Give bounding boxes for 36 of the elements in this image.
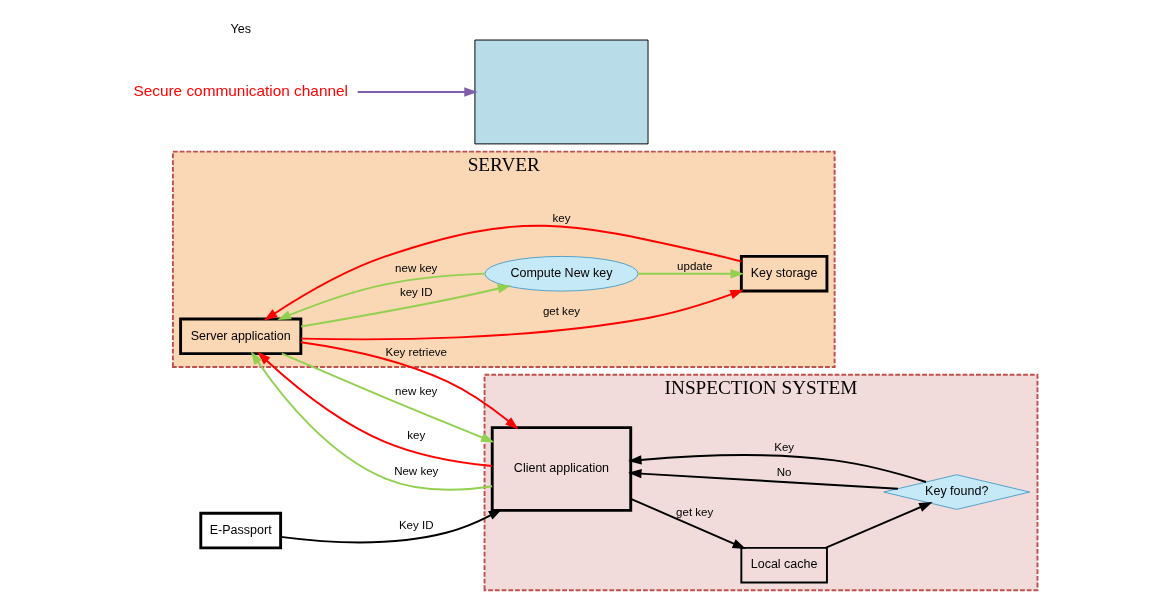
arrow bbox=[628, 468, 899, 490]
edge-label: update bbox=[677, 260, 713, 273]
node-box: E-Passport bbox=[199, 511, 283, 550]
node-box: Local cache bbox=[740, 546, 828, 584]
arrow bbox=[277, 272, 486, 321]
edge-label: key bbox=[407, 428, 426, 441]
edge-label: get key bbox=[676, 505, 714, 518]
arrow bbox=[257, 351, 493, 468]
edge-label: New key bbox=[394, 465, 439, 478]
arrow bbox=[629, 497, 747, 549]
arrow bbox=[637, 269, 744, 279]
arrow bbox=[280, 352, 495, 443]
edge-label: Key ID bbox=[398, 519, 434, 532]
edge-label: key ID bbox=[399, 286, 433, 299]
node-box: Server application bbox=[179, 317, 303, 355]
arrow bbox=[356, 87, 478, 97]
arrow bbox=[628, 454, 928, 483]
label: Yes bbox=[230, 21, 251, 36]
arrow bbox=[300, 284, 512, 328]
edge-label: Key retrieve bbox=[385, 346, 448, 359]
node-box: Key storage bbox=[739, 255, 829, 293]
arrow bbox=[300, 341, 519, 430]
arrow bbox=[279, 509, 503, 544]
edge-label: Key bbox=[774, 441, 795, 454]
arrow bbox=[300, 289, 744, 341]
edge-label: new key bbox=[395, 262, 438, 275]
edge-label: new key bbox=[395, 384, 438, 397]
edge-label: No bbox=[776, 466, 792, 479]
arrow bbox=[250, 351, 494, 491]
node-box: Client application bbox=[490, 426, 633, 512]
arrow bbox=[263, 224, 743, 321]
node-box bbox=[474, 39, 649, 145]
node-text: Secure communication channel bbox=[133, 81, 348, 99]
arrow bbox=[824, 502, 933, 549]
edge-label: get key bbox=[542, 304, 581, 317]
edge-label: key bbox=[552, 212, 571, 225]
